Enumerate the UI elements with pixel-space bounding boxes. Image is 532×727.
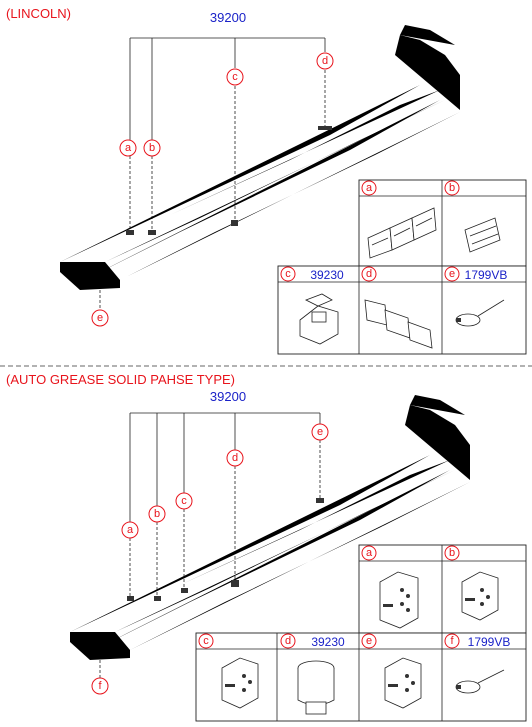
grease-block-c-drawing bbox=[221, 657, 259, 709]
callout-d-bottom: d bbox=[226, 449, 244, 467]
svg-text:e: e bbox=[449, 268, 455, 280]
svg-text:b: b bbox=[449, 182, 455, 194]
table2-callout-f: f bbox=[444, 633, 460, 649]
section-2-main-part-number: 39200 bbox=[210, 389, 246, 404]
table1-callout-e: e bbox=[444, 266, 460, 282]
svg-text:d: d bbox=[322, 55, 328, 67]
pump-unit-drawing bbox=[299, 293, 339, 345]
table2-part-number-f: 1799VB bbox=[468, 635, 511, 649]
callout-c-top: c bbox=[226, 68, 244, 86]
grease-block-e-drawing bbox=[384, 657, 422, 709]
callout-a-top: a bbox=[119, 139, 137, 157]
distributor-3block-drawing bbox=[367, 207, 437, 259]
callout-b-bottom: b bbox=[148, 505, 166, 523]
parts-table-auto-grease: a b c d 39230 e f 1799VB bbox=[195, 544, 527, 722]
svg-text:c: c bbox=[181, 495, 187, 507]
grease-block-b-drawing bbox=[461, 571, 499, 621]
grease-fitting-c-marker bbox=[181, 588, 188, 593]
table1-part-number-c: 39230 bbox=[310, 268, 344, 282]
grease-fitting-e-marker bbox=[316, 498, 324, 503]
fitting-c-marker bbox=[231, 220, 238, 226]
table2-callout-b: b bbox=[444, 545, 460, 561]
cable-tie-2-drawing bbox=[455, 669, 505, 694]
svg-text:d: d bbox=[366, 268, 372, 280]
callout-f-bottom: f bbox=[91, 677, 109, 695]
section-1-title: (LINCOLN) bbox=[6, 6, 71, 21]
section-1-main-part-number: 39200 bbox=[210, 10, 246, 25]
parts-table-lincoln: a b c 39230 d e 1799VB bbox=[277, 179, 527, 355]
svg-text:d: d bbox=[285, 635, 291, 647]
svg-text:a: a bbox=[127, 524, 134, 536]
svg-text:a: a bbox=[366, 182, 373, 194]
table2-callout-a: a bbox=[361, 545, 377, 561]
svg-text:c: c bbox=[203, 635, 209, 647]
callout-c-bottom: c bbox=[175, 492, 193, 510]
svg-text:c: c bbox=[285, 268, 291, 280]
distributor-block-drawing bbox=[464, 217, 501, 253]
table1-part-number-e: 1799VB bbox=[465, 268, 508, 282]
grease-pump-drawing bbox=[297, 660, 335, 715]
callout-e-bottom: e bbox=[311, 423, 329, 441]
svg-text:b: b bbox=[154, 508, 160, 520]
svg-text:b: b bbox=[149, 142, 155, 154]
svg-text:d: d bbox=[232, 452, 238, 464]
section-2-title: (AUTO GREASE SOLID PAHSE TYPE) bbox=[6, 372, 235, 387]
table1-callout-a: a bbox=[361, 180, 377, 196]
svg-text:c: c bbox=[232, 71, 238, 83]
fitting-b-marker bbox=[148, 230, 156, 235]
svg-text:e: e bbox=[97, 312, 103, 324]
grease-block-a-drawing bbox=[379, 571, 419, 629]
table1-callout-c: c bbox=[280, 266, 296, 282]
fitting-d-marker bbox=[318, 126, 332, 130]
table2-callout-d: d bbox=[280, 633, 296, 649]
svg-text:f: f bbox=[98, 680, 102, 692]
svg-text:e: e bbox=[366, 635, 372, 647]
callout-e-top: e bbox=[91, 309, 109, 327]
table2-part-number-d: 39230 bbox=[311, 635, 345, 649]
cable-tie-drawing bbox=[455, 299, 505, 327]
grease-pump-d-marker bbox=[231, 580, 239, 587]
grease-fitting-a-marker bbox=[127, 596, 134, 601]
svg-text:f: f bbox=[450, 635, 454, 647]
table2-callout-c: c bbox=[198, 633, 214, 649]
callout-a-bottom: a bbox=[121, 521, 139, 539]
svg-text:b: b bbox=[449, 547, 455, 559]
table2-callout-e: e bbox=[361, 633, 377, 649]
distributor-3block-alt-drawing bbox=[364, 299, 433, 349]
grease-fitting-b-marker bbox=[154, 596, 161, 601]
svg-text:e: e bbox=[317, 426, 323, 438]
table1-callout-b: b bbox=[444, 180, 460, 196]
fitting-a-marker bbox=[126, 230, 134, 235]
table1-callout-d: d bbox=[361, 266, 377, 282]
svg-text:a: a bbox=[366, 547, 373, 559]
callout-d-top: d bbox=[316, 52, 334, 70]
svg-text:a: a bbox=[125, 142, 132, 154]
callout-b-top: b bbox=[143, 139, 161, 157]
